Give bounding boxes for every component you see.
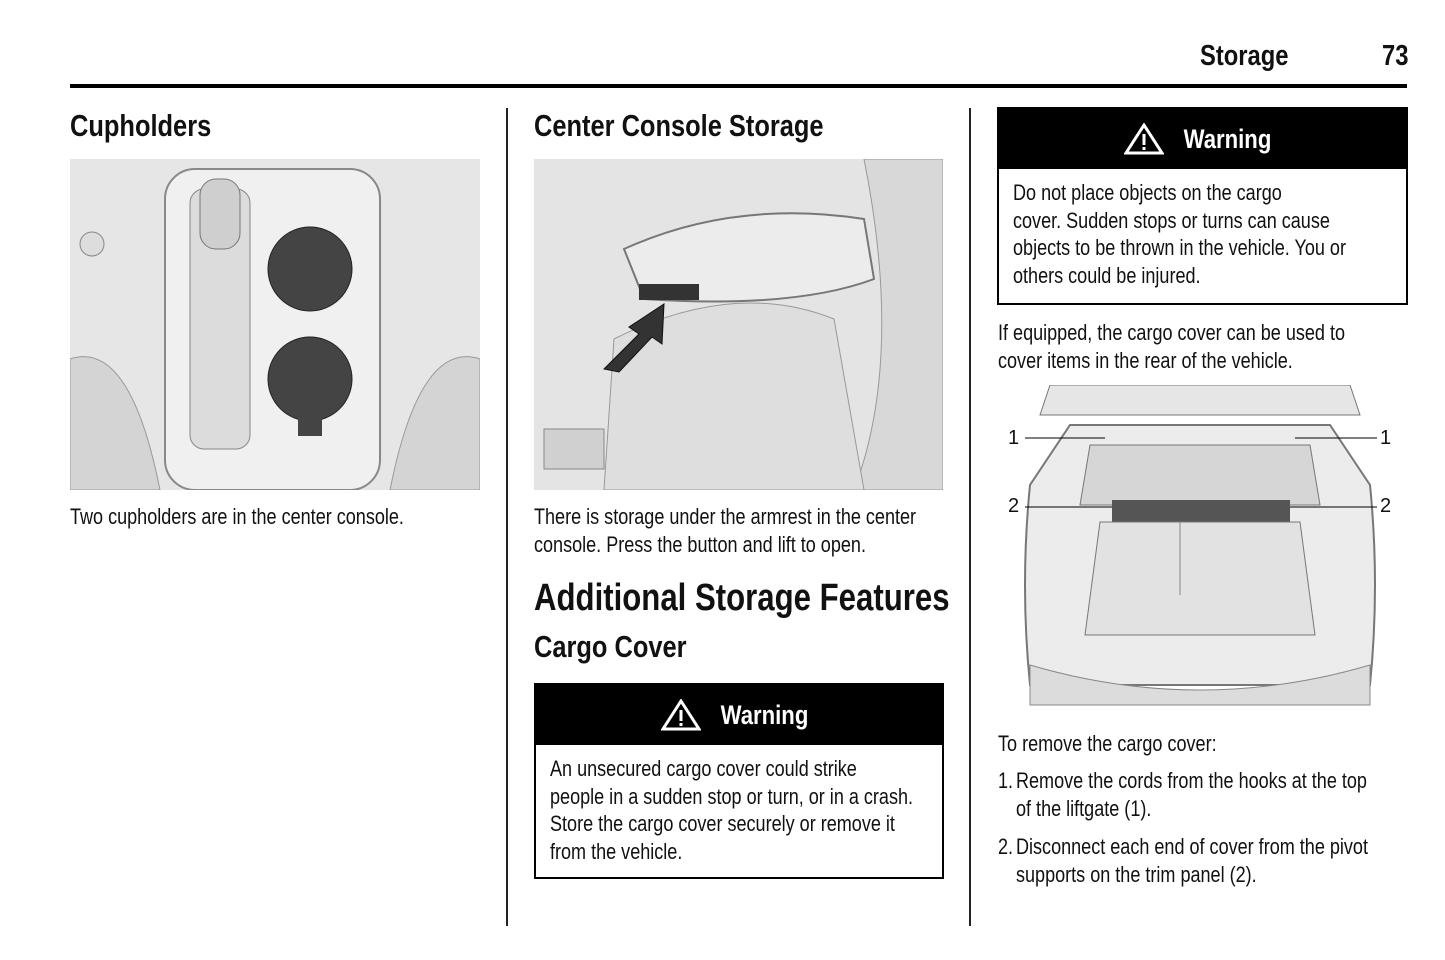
cupholders-illustration bbox=[70, 159, 480, 490]
column-divider bbox=[506, 108, 508, 926]
step-item: 1. Remove the cords from the hooks at th… bbox=[998, 768, 1368, 821]
header-rule bbox=[70, 84, 1407, 88]
callout-2-left: 2 bbox=[1008, 495, 1020, 517]
remove-steps: 1. Remove the cords from the hooks at th… bbox=[998, 767, 1408, 889]
warning-triangle-icon bbox=[660, 699, 701, 731]
page-number: 73 bbox=[1382, 40, 1409, 72]
warning-triangle-icon bbox=[1124, 123, 1164, 155]
warning-text: An unsecured cargo cover could strike pe… bbox=[550, 756, 914, 864]
column-divider bbox=[969, 108, 971, 926]
cargo-objects-warning: Warning Do not place objects on the carg… bbox=[997, 107, 1408, 305]
cupholders-heading: Cupholders bbox=[70, 108, 212, 143]
callout-2-right: 2 bbox=[1380, 495, 1392, 517]
cargo-cover-heading: Cargo Cover bbox=[534, 629, 687, 664]
warning-header: Warning bbox=[999, 109, 1406, 169]
additional-storage-title: Additional Storage Features bbox=[534, 577, 950, 619]
center-console-text: There is storage under the armrest in th… bbox=[534, 504, 917, 557]
warning-text: Do not place objects on the cargo cover.… bbox=[1013, 180, 1346, 288]
cargo-cover-intro: If equipped, the cargo cover can be used… bbox=[998, 320, 1346, 373]
step-item: 2. Disconnect each end of cover from the… bbox=[998, 834, 1369, 887]
center-console-heading: Center Console Storage bbox=[534, 108, 824, 143]
cargo-cover-warning: Warning An unsecured cargo cover could s… bbox=[534, 683, 944, 879]
cupholders-caption: Two cupholders are in the center console… bbox=[70, 504, 404, 529]
warning-header: Warning bbox=[536, 685, 942, 745]
armrest-storage-illustration bbox=[534, 159, 943, 490]
remove-intro: To remove the cargo cover: bbox=[998, 731, 1217, 756]
callout-1-left: 1 bbox=[1008, 427, 1020, 449]
cargo-cover-illustration: 1 1 2 2 bbox=[1000, 384, 1400, 710]
callout-1-right: 1 bbox=[1380, 427, 1392, 449]
header-section-title: Storage bbox=[1200, 40, 1289, 72]
